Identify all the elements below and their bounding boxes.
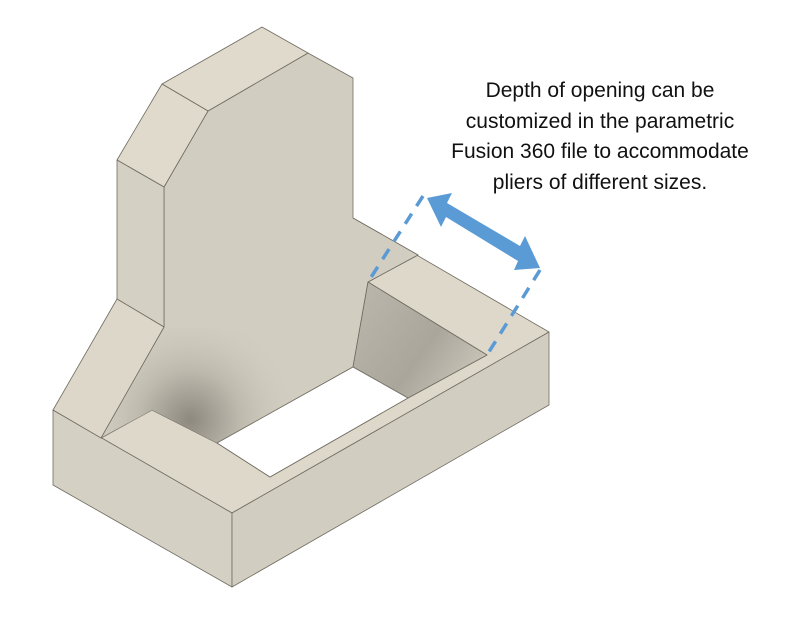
back-plate-side-face <box>116 159 165 328</box>
back-plate-shadow <box>101 327 300 443</box>
annotation-text: Depth of opening can be customized in th… <box>405 76 785 198</box>
annotation-line: customized in the parametric <box>465 109 735 133</box>
annotation-line: Depth of opening can be <box>485 79 715 102</box>
annotation-line: pliers of different sizes. <box>492 170 708 194</box>
base-front-right-face <box>231 331 550 588</box>
annotation-line: Fusion 360 file to accommodate <box>451 140 749 163</box>
gusset-slope-face <box>52 298 165 439</box>
opening <box>216 366 409 478</box>
dashed-guide-front <box>485 269 542 356</box>
dashed-guide-back <box>366 195 425 283</box>
depth-guides <box>366 195 542 356</box>
double-headed-arrow-icon <box>427 193 540 270</box>
